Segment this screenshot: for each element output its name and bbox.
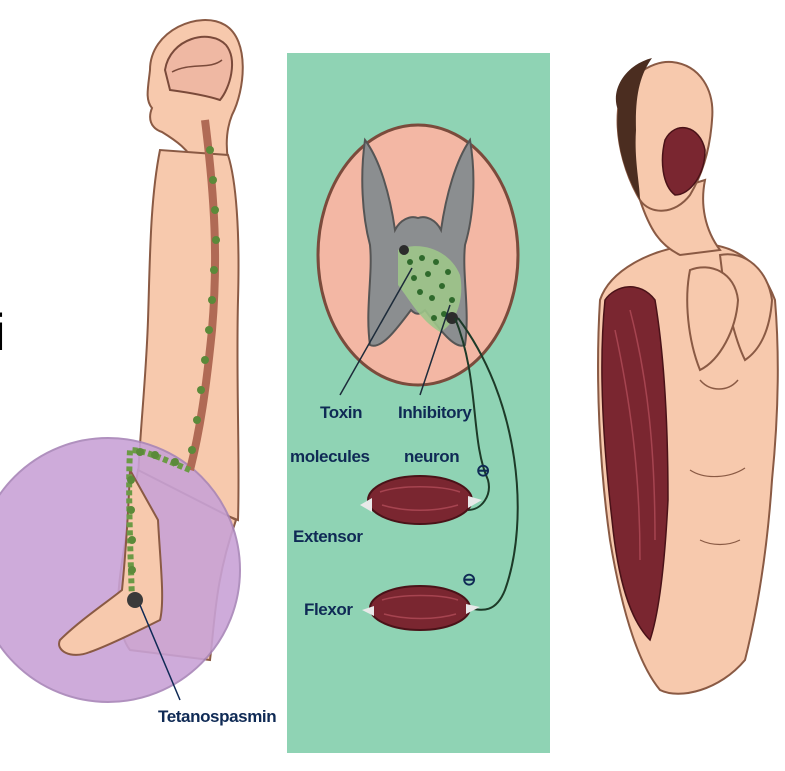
- extensor-label: Extensor: [293, 527, 363, 546]
- toxin-label-line2: molecules: [290, 447, 370, 466]
- flexor-minus-icon: ⊖: [462, 570, 476, 589]
- edge-text-fragment: i: [0, 304, 6, 362]
- inhibitory-label-line1: Inhibitory: [398, 403, 472, 422]
- patient-illustration: [598, 58, 778, 694]
- neuron-cell: [399, 245, 409, 255]
- inhibitory-label-line2: neuron: [404, 447, 459, 466]
- toxin-label-line1: Toxin: [320, 403, 362, 422]
- flexor-label: Flexor: [304, 600, 353, 619]
- tetanospasmin-label: Tetanospasmin: [158, 707, 276, 726]
- extensor-minus-icon: ⊖: [476, 461, 490, 480]
